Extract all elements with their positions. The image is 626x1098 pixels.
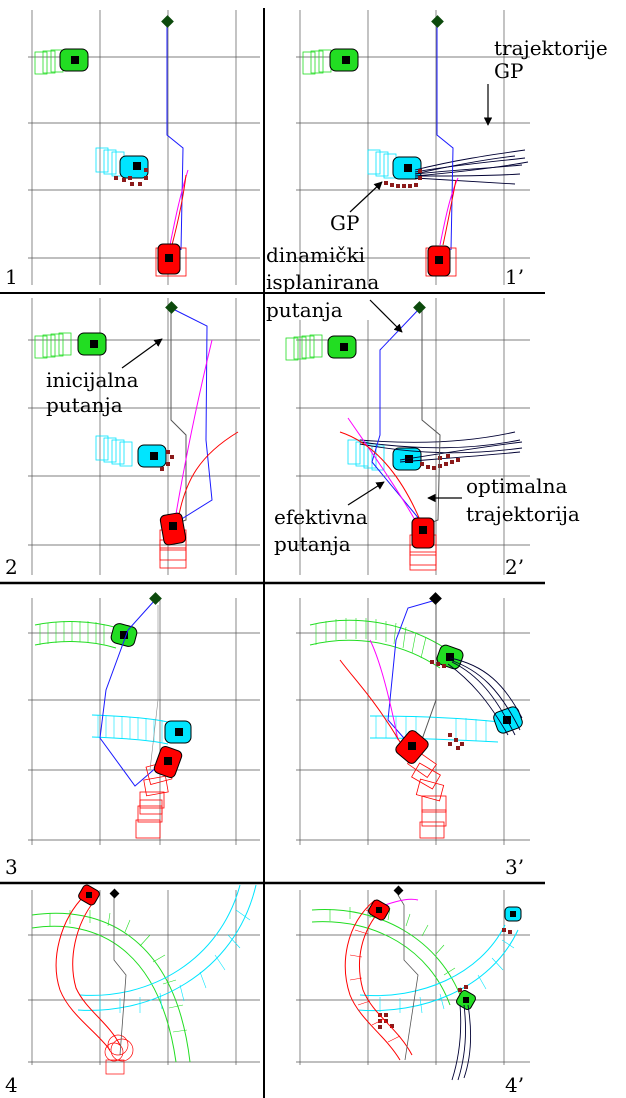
panel-label: 2’ [505, 555, 524, 579]
annotation-optimalna: optimalna [466, 474, 567, 498]
effective-path [347, 417, 416, 521]
planned-path [166, 22, 184, 251]
annotation-efektivna: efektivna [274, 505, 368, 529]
effective-path [384, 898, 419, 906]
initial-path [419, 602, 437, 746]
initial-path [113, 896, 127, 1056]
annotation-inicijalna-putanja: putanja [46, 393, 123, 417]
green-robot-trail [34, 49, 64, 75]
grid [296, 10, 530, 285]
cyan-robot-trail [77, 884, 257, 1011]
grid [28, 298, 260, 575]
effective-path [174, 339, 213, 521]
arrow-inicijalna [121, 338, 163, 369]
initial-path [421, 308, 441, 526]
green-robot-trail [34, 621, 119, 649]
panel-label: 2 [5, 555, 18, 579]
annotation-dinamicki: dinamički [266, 243, 365, 267]
trajectory-fan [414, 149, 529, 185]
annotation-trajektorije-gp: GP [494, 59, 523, 83]
panel-label: 4 [5, 1073, 18, 1097]
panel-label: 1’ [505, 265, 524, 289]
effective-path [369, 639, 399, 741]
trajectory-fan [451, 1004, 472, 1081]
annotation-trajektorija: trajektorija [466, 502, 580, 526]
arrow-dinamicki [369, 299, 403, 333]
arrow-efektivna [347, 481, 385, 506]
panel-1p: trajektorije GP GP dinamički 1’ [266, 10, 608, 289]
obstacle-points [114, 168, 148, 186]
annotation-efektivna-putanja: putanja [274, 532, 351, 556]
panel-label: 3 [5, 855, 18, 879]
annotation-trajektorije: trajektorije [494, 36, 608, 60]
trajectory-fan [359, 431, 523, 463]
diamond-icon [161, 15, 174, 28]
diamond-icon [109, 888, 120, 899]
panel-4p: 4’ [296, 885, 530, 1097]
initial-path [149, 605, 159, 771]
grid [28, 890, 260, 1065]
panel-3: 3 [5, 592, 260, 879]
panel-2p: isplanirana putanja optimalna trajektori… [266, 270, 580, 579]
panel-3p: 3’ [296, 592, 530, 879]
grid [296, 890, 530, 1065]
panel-label: 4’ [505, 1073, 524, 1097]
panel-separators [0, 8, 545, 1098]
grid [28, 10, 260, 285]
panel-1: 1 [5, 10, 260, 289]
panel-label: 1 [5, 265, 18, 289]
planned-path [170, 307, 213, 521]
trajectory-fan [447, 657, 523, 736]
planned-path [371, 307, 421, 521]
annotation-putanja: putanja [266, 298, 343, 322]
red-robot-trail [407, 750, 447, 839]
green-robot-trail [31, 912, 191, 1063]
grid [28, 598, 260, 845]
diamond-icon [413, 301, 426, 314]
annotation-isplanirana: isplanirana [266, 270, 379, 294]
diamond-icon [393, 885, 404, 896]
planned-path [397, 894, 419, 1061]
planned-path [387, 599, 437, 746]
annotation-inicijalna: inicijalna [46, 368, 139, 392]
panel-label: 3’ [505, 855, 524, 879]
red-robot-trail [55, 894, 121, 1051]
panel-4: 4 [5, 884, 260, 1097]
arrow-gp [349, 181, 383, 213]
annotation-gp: GP [330, 211, 359, 235]
initial-path [170, 308, 187, 526]
diamond-icon [165, 301, 178, 314]
panel-2: inicijalna putanja 2 [5, 298, 260, 579]
diamond-icon [431, 15, 444, 28]
planned-path [99, 599, 159, 787]
planned-path [436, 22, 454, 251]
diamond-icon [429, 592, 442, 605]
